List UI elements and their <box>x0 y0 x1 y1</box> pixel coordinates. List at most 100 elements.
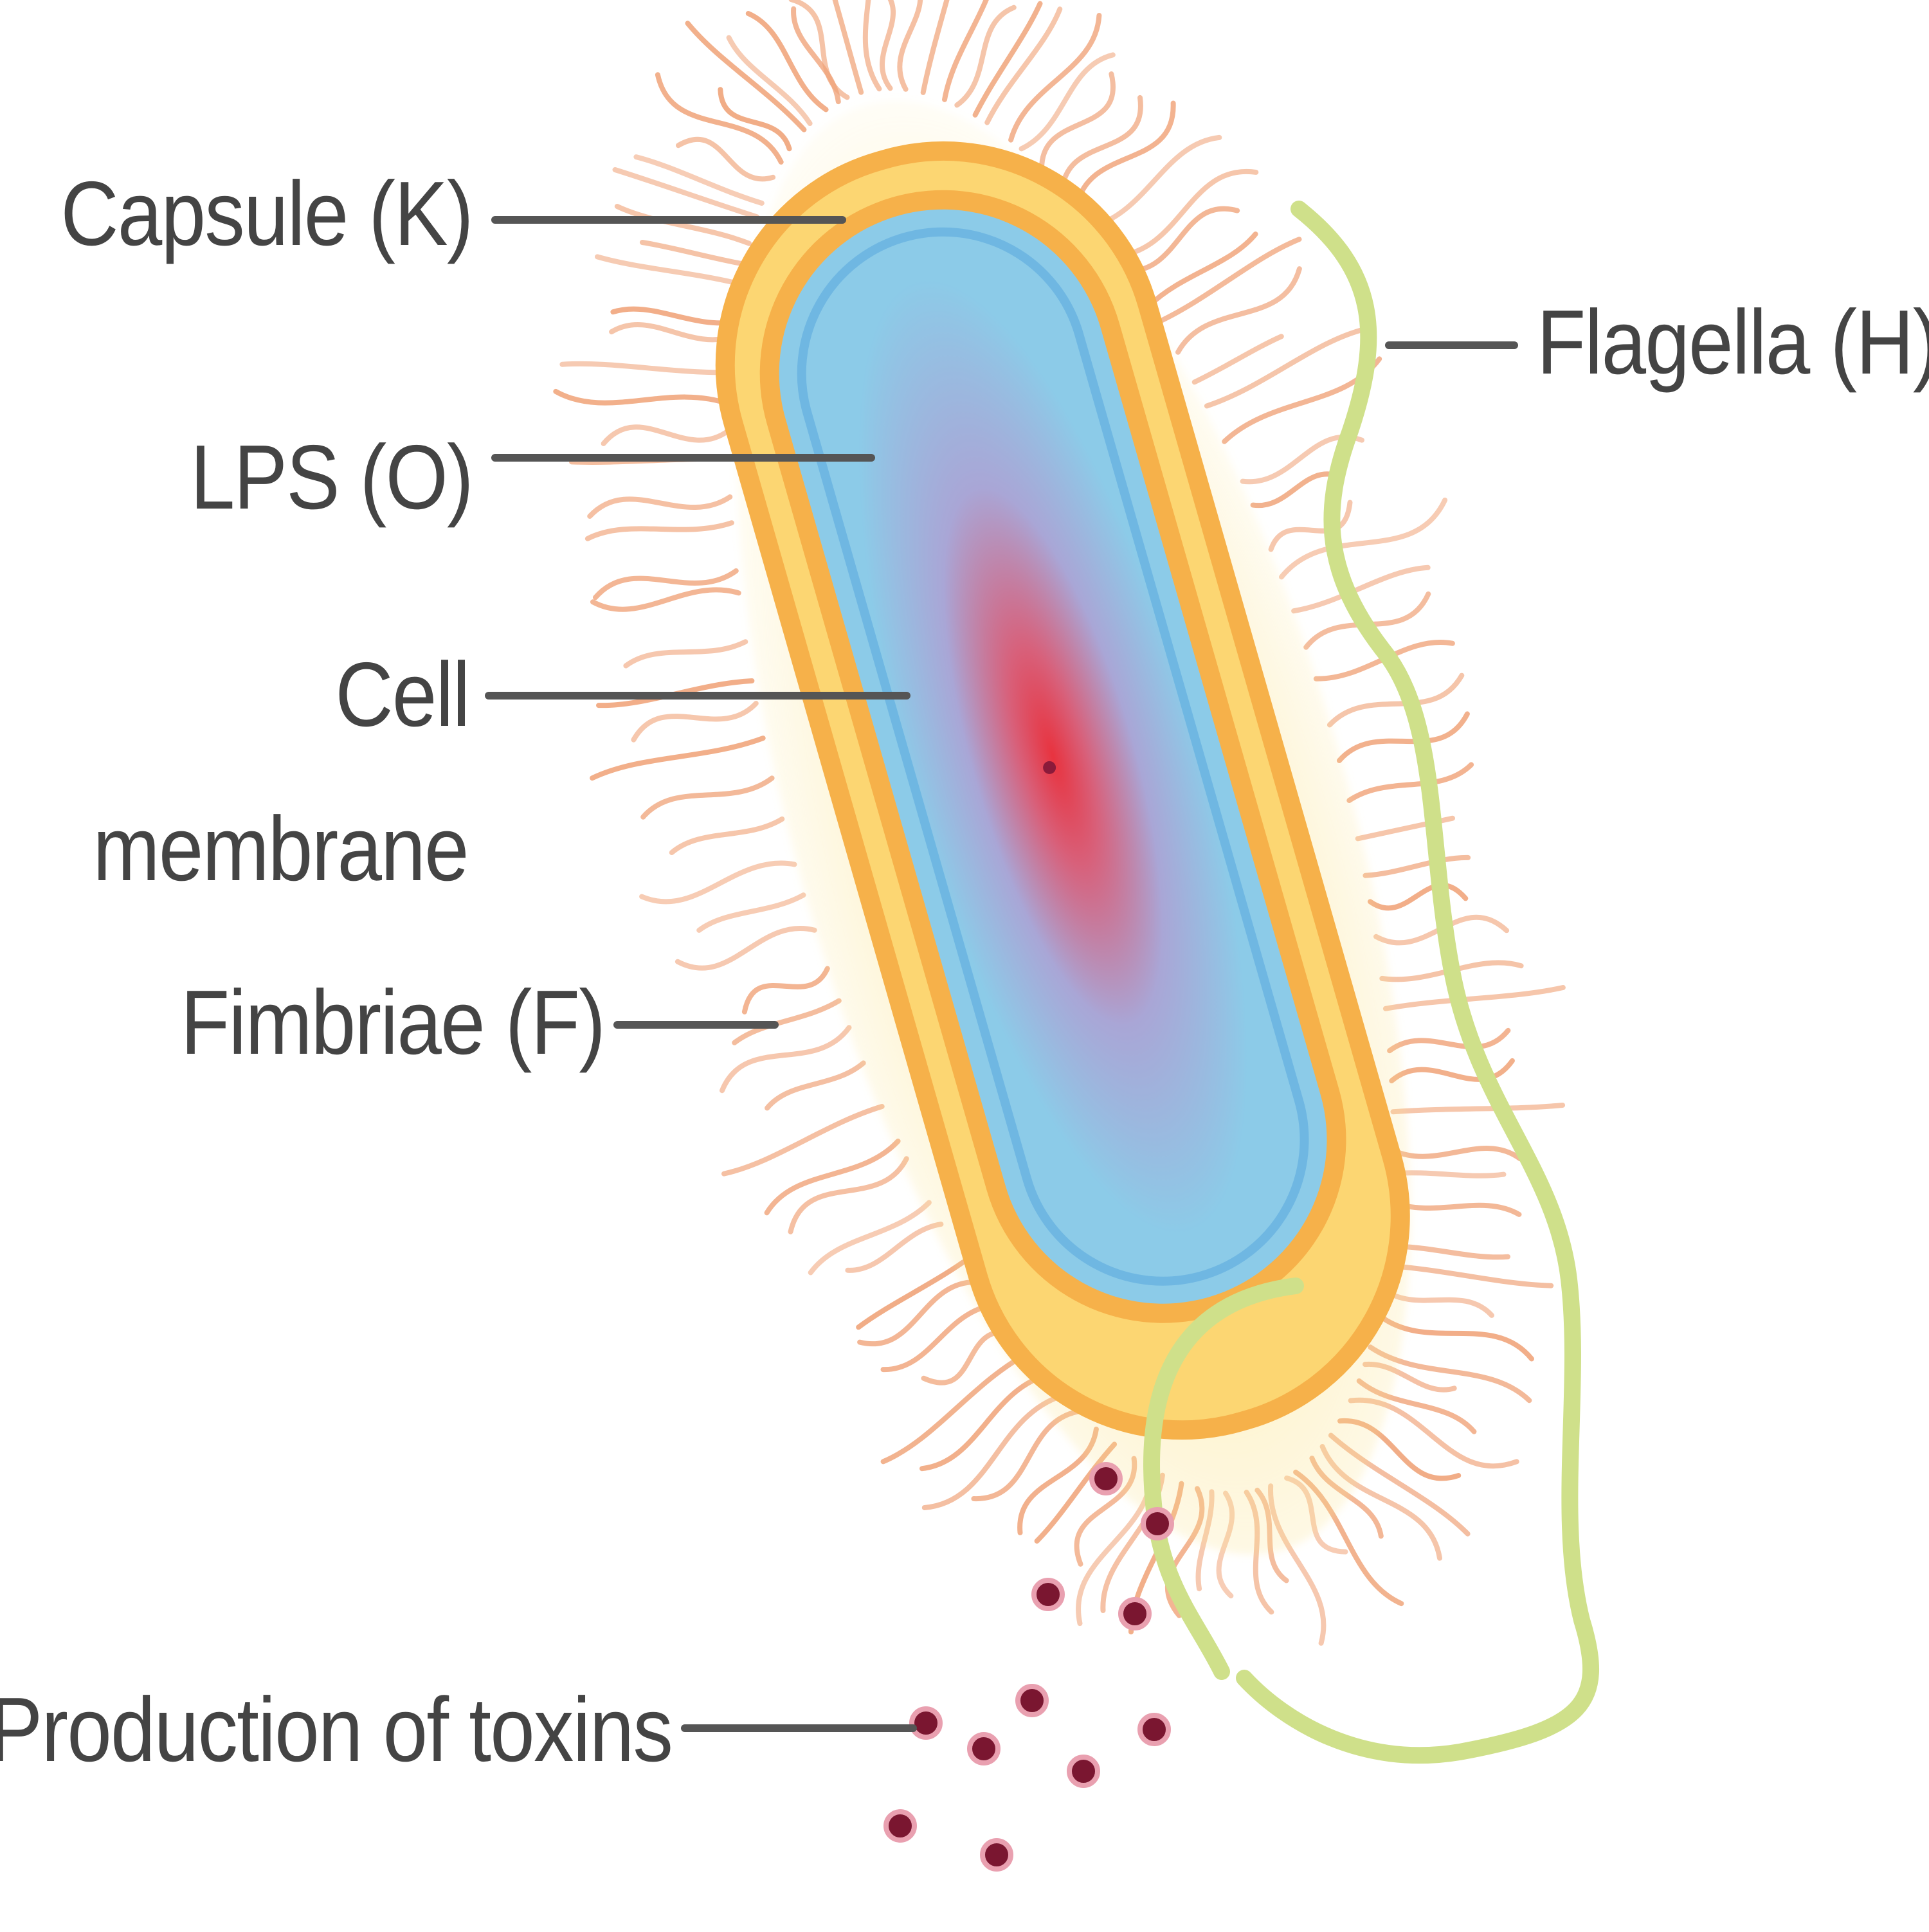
fimbria <box>741 966 830 1015</box>
toxin-particle <box>1141 1507 1174 1540</box>
fimbria <box>559 361 733 375</box>
fimbria <box>676 136 776 182</box>
fimbria <box>1268 500 1353 552</box>
fimbria <box>1125 206 1240 274</box>
nucleoid-dot <box>1043 761 1056 774</box>
label-lps: LPS (O) <box>190 426 474 528</box>
fimbria <box>1390 1103 1566 1115</box>
label-cell-membrane-line2: membrane <box>93 798 469 900</box>
fimbria <box>788 1156 909 1234</box>
fimbria <box>1384 1263 1554 1288</box>
toxin-particle <box>1031 1578 1065 1611</box>
toxin-particle <box>980 1838 1013 1872</box>
toxin-particle <box>1118 1597 1152 1630</box>
fimbria <box>1250 471 1343 509</box>
fimbria <box>595 254 743 287</box>
flagellum-long <box>1236 201 1599 1764</box>
fimbria <box>1091 134 1222 229</box>
fimbria <box>1367 882 1469 911</box>
fimbria <box>1389 1058 1515 1083</box>
fimbria <box>1060 95 1143 192</box>
fimbria <box>1147 231 1258 308</box>
fimbria <box>553 388 731 407</box>
fimbria <box>732 998 842 1045</box>
fimbria <box>1157 237 1302 324</box>
fimbria <box>587 494 733 519</box>
fimbria <box>857 1279 979 1347</box>
fimbria <box>614 204 752 246</box>
fimbria <box>920 0 950 95</box>
fimbria <box>745 11 829 113</box>
fimbria <box>718 87 792 152</box>
fimbria <box>954 5 1017 108</box>
fimbria <box>764 1138 901 1216</box>
fimbria <box>1336 711 1470 763</box>
fimbria <box>921 1393 1065 1510</box>
fimbria <box>856 1259 966 1330</box>
fimbria <box>897 0 923 92</box>
fimbria <box>623 639 748 669</box>
fimbria <box>984 6 1063 125</box>
fimbria <box>1114 168 1259 259</box>
fimbria <box>919 1373 1047 1472</box>
fimbria <box>610 306 738 326</box>
fimbria <box>832 0 864 95</box>
fimbria <box>593 568 739 600</box>
fimbria <box>880 1351 1029 1465</box>
fimbriae <box>553 0 1566 1646</box>
fimbria <box>640 775 775 820</box>
fimbria <box>1355 815 1455 842</box>
fimbria <box>655 72 784 165</box>
fimbria <box>726 35 813 126</box>
label-flagella: Flagella (H) <box>1537 291 1929 393</box>
fimbria <box>685 21 807 132</box>
toxin-particle <box>1137 1713 1171 1746</box>
fimbria <box>1346 762 1474 803</box>
fimbria <box>609 322 736 343</box>
fimbria <box>1391 1170 1507 1178</box>
fimbria <box>1391 1146 1523 1162</box>
fimbria <box>631 701 759 743</box>
fimbria <box>765 1060 866 1111</box>
fimbria <box>1039 71 1116 170</box>
fimbria <box>1382 985 1566 1011</box>
fimbria <box>696 892 806 933</box>
label-cell-membrane-line1: Cell <box>335 644 471 746</box>
fimbria <box>612 167 760 220</box>
fimbria <box>942 0 989 102</box>
fimbria <box>590 587 741 612</box>
fimbria <box>721 1104 885 1177</box>
fimbria <box>1191 334 1284 385</box>
fimbria <box>1019 52 1116 152</box>
fimbria <box>639 860 797 905</box>
toxin-particle <box>1089 1462 1123 1495</box>
label-fimbriae: Fimbriae (F) <box>180 971 606 1074</box>
fimbria <box>808 1200 932 1276</box>
toxins <box>883 1462 1174 1872</box>
toxin-particle <box>967 1732 1001 1765</box>
fimbria <box>788 0 850 100</box>
fimbria <box>639 240 747 267</box>
fimbria <box>972 1 1043 118</box>
fimbria <box>1327 673 1465 728</box>
toxin-particle <box>1015 1684 1049 1717</box>
fimbria <box>720 1025 852 1094</box>
leader-lines <box>485 216 1518 1732</box>
fimbria <box>1204 326 1370 409</box>
fimbria <box>675 926 817 971</box>
fimbria <box>601 424 731 446</box>
fimbria <box>633 154 765 206</box>
fimbria <box>862 0 882 92</box>
fimbria <box>1390 1200 1522 1217</box>
toxin-particle <box>1067 1755 1100 1788</box>
fimbria <box>1387 1027 1511 1054</box>
fimbria <box>1291 564 1431 614</box>
flagellum-short <box>1143 1277 1304 1680</box>
toxin-particle <box>909 1706 943 1740</box>
fimbria <box>1279 497 1448 580</box>
fimbria <box>1008 13 1102 143</box>
label-toxins: Production of toxins <box>0 1679 673 1781</box>
fimbria <box>1363 854 1471 878</box>
label-capsule: Capsule (K) <box>60 163 474 265</box>
